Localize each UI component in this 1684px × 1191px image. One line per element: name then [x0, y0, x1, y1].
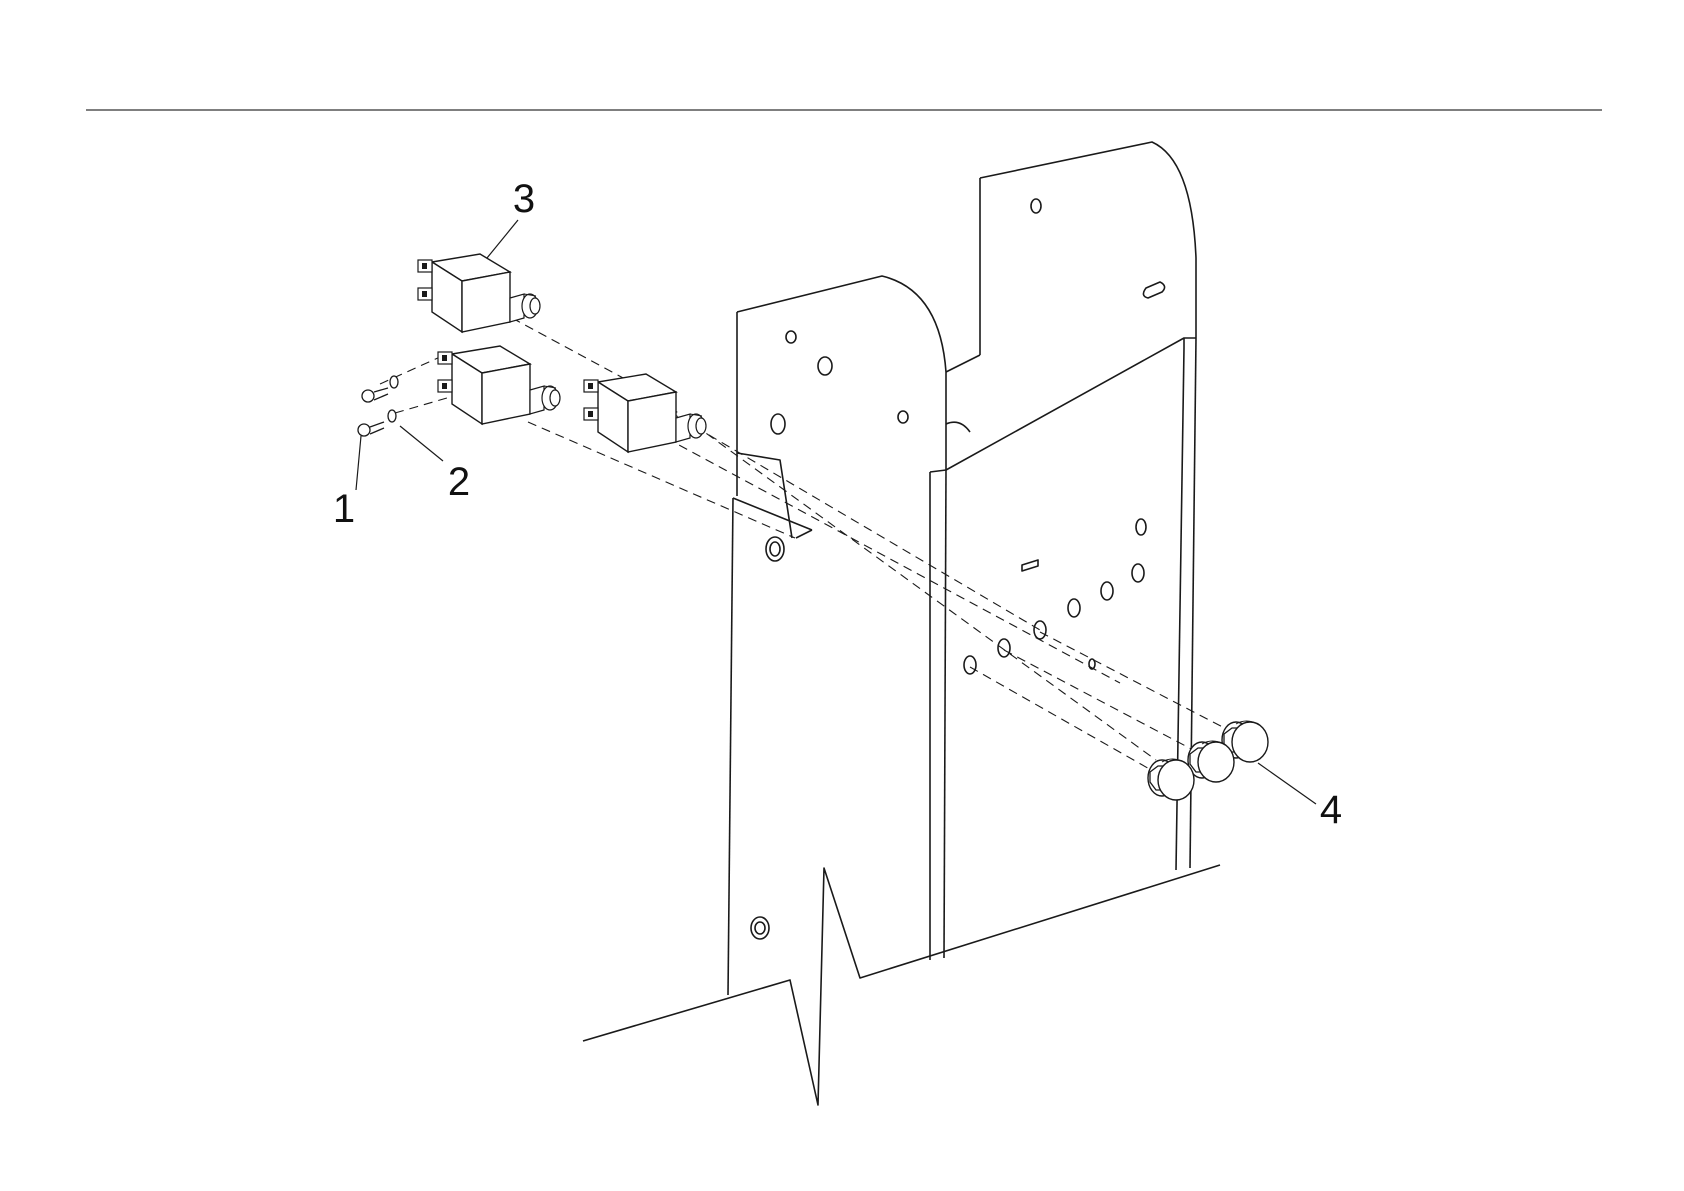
callout-4: 4: [1320, 788, 1342, 832]
callout-3: 3: [513, 177, 535, 221]
mounting-bracket: [583, 142, 1220, 1105]
push-button-cap: [1188, 741, 1234, 782]
washer: [388, 376, 398, 422]
push-button-cap: [1148, 759, 1194, 800]
circuit-breaker: [438, 346, 560, 424]
screw: [358, 388, 388, 436]
callout-2: 2: [448, 460, 470, 504]
circuit-breaker: [584, 374, 706, 452]
circuit-breaker: [418, 254, 540, 332]
callout-1: 1: [333, 487, 355, 531]
